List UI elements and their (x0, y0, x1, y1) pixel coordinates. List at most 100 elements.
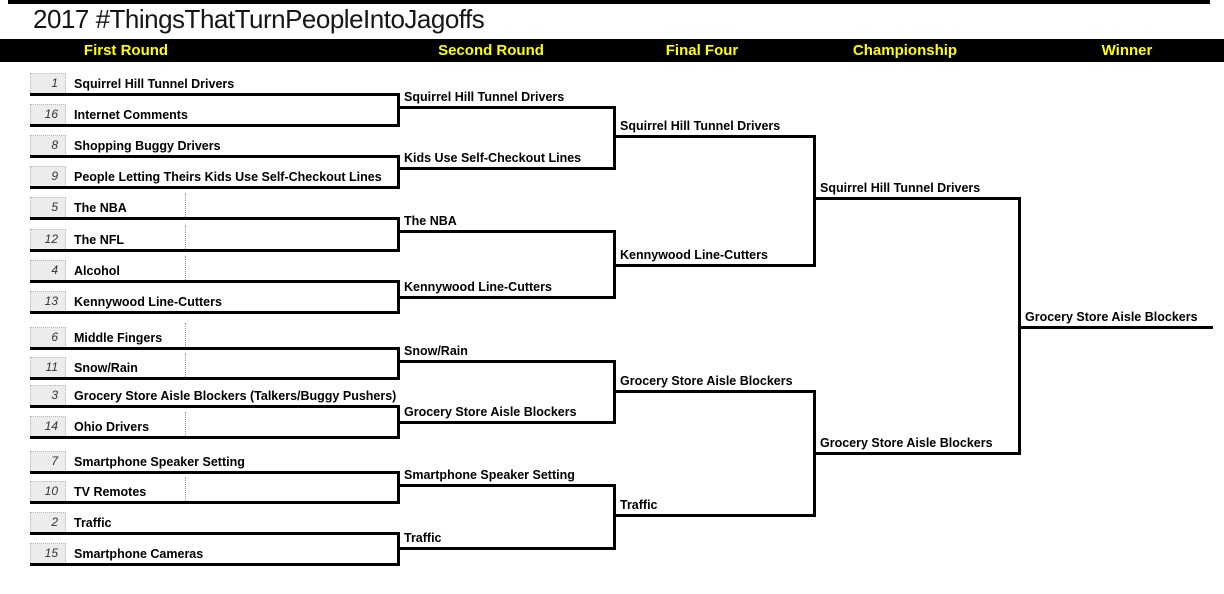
bracket-line-horizontal (30, 124, 400, 127)
final-four-entry: Grocery Store Aisle Blockers (620, 374, 793, 388)
seed-number: 7 (30, 451, 66, 471)
second-round-entry: Squirrel Hill Tunnel Drivers (404, 90, 565, 104)
bracket-line-horizontal (616, 264, 816, 267)
round-header-winner: Winner (1101, 42, 1153, 59)
first-round-entry: Smartphone Speaker Setting (74, 455, 245, 469)
bracket-line-horizontal (30, 280, 400, 283)
first-round-entry: The NFL (74, 233, 124, 247)
first-round-entry: Shopping Buggy Drivers (74, 139, 221, 153)
bracket-line-vertical (397, 155, 400, 189)
final-four-entry: Squirrel Hill Tunnel Drivers (620, 119, 781, 133)
bracket-line-horizontal (616, 390, 816, 393)
bracket-line-vertical (1018, 197, 1021, 455)
bracket-line-horizontal (30, 217, 400, 220)
bracket-line-vertical (397, 217, 400, 252)
grid-guide (185, 477, 186, 501)
bracket-line-horizontal (816, 197, 1021, 200)
grid-guide (185, 323, 186, 347)
bracket-line-horizontal (30, 405, 400, 408)
second-round-entry: Kennywood Line-Cutters (404, 280, 552, 294)
final-four-entry: Kennywood Line-Cutters (620, 248, 768, 262)
seed-number: 12 (30, 229, 66, 249)
bracket-line-vertical (613, 360, 616, 424)
winner-entry: Grocery Store Aisle Blockers (1025, 310, 1198, 324)
seed-number: 10 (30, 481, 66, 501)
bracket-line-vertical (397, 280, 400, 314)
first-round-entry: People Letting Theirs Kids Use Self-Chec… (74, 170, 382, 184)
championship-entry: Squirrel Hill Tunnel Drivers (820, 181, 981, 195)
bracket-line-horizontal (30, 532, 400, 535)
second-round-entry: Traffic (404, 531, 442, 545)
second-round-entry: The NBA (404, 214, 457, 228)
first-round-entry: Alcohol (74, 264, 120, 278)
top-border-line (8, 0, 1210, 4)
bracket-line-horizontal (816, 452, 1021, 455)
bracket-line-vertical (397, 347, 400, 380)
seed-number: 1 (30, 73, 66, 93)
bracket-line-horizontal (400, 421, 616, 424)
round-header-bar: First Round Second Round Final Four Cham… (0, 39, 1224, 62)
bracket-line-horizontal (30, 311, 400, 314)
bracket-line-horizontal (616, 135, 816, 138)
seed-number: 8 (30, 135, 66, 155)
seed-number: 5 (30, 197, 66, 217)
bracket-line-horizontal (400, 547, 616, 550)
second-round-entry: Smartphone Speaker Setting (404, 468, 575, 482)
bracket-line-vertical (613, 106, 616, 170)
grid-guide (185, 225, 186, 249)
bracket-line-vertical (397, 471, 400, 504)
bracket-line-horizontal (30, 501, 400, 504)
second-round-entry: Snow/Rain (404, 344, 468, 358)
round-header-final-four: Final Four (665, 42, 739, 59)
seed-number: 15 (30, 543, 66, 563)
round-header-first-round: First Round (83, 42, 169, 59)
first-round-entry: Squirrel Hill Tunnel Drivers (74, 77, 235, 91)
first-round-entry: Traffic (74, 516, 112, 530)
bracket-line-horizontal (30, 436, 400, 439)
bracket-line-horizontal (400, 296, 616, 299)
seed-number: 2 (30, 512, 66, 532)
first-round-entry: Grocery Store Aisle Blockers (Talkers/Bu… (74, 389, 397, 403)
seed-number: 11 (30, 357, 66, 377)
bracket-line-horizontal (30, 563, 400, 566)
seed-number: 9 (30, 166, 66, 186)
bracket-line-horizontal (400, 167, 616, 170)
bracket-line-horizontal (30, 249, 400, 252)
grid-guide (185, 353, 186, 377)
seed-number: 6 (30, 327, 66, 347)
second-round-entry: Grocery Store Aisle Blockers (404, 405, 577, 419)
bracket-line-horizontal (30, 471, 400, 474)
first-round-entry: Smartphone Cameras (74, 547, 204, 561)
second-round-entry: Kids Use Self-Checkout Lines (404, 151, 582, 165)
bracket-line-vertical (397, 532, 400, 566)
seed-number: 14 (30, 416, 66, 436)
grid-guide (185, 412, 186, 436)
bracket-line-vertical (397, 93, 400, 127)
first-round-entry: TV Remotes (74, 485, 147, 499)
bracket-line-horizontal (30, 347, 400, 350)
first-round-entry: Kennywood Line-Cutters (74, 295, 222, 309)
round-header-championship: Championship (852, 42, 958, 59)
seed-number: 4 (30, 260, 66, 280)
bracket-line-vertical (813, 390, 816, 517)
bracket-line-vertical (613, 484, 616, 550)
bracket-line-vertical (613, 230, 616, 299)
round-header-second-round: Second Round (438, 42, 544, 59)
first-round-entry: Middle Fingers (74, 331, 163, 345)
bracket-line-horizontal (30, 186, 400, 189)
seed-number: 16 (30, 104, 66, 124)
page-title: 2017 #ThingsThatTurnPeopleIntoJagoffs (33, 4, 485, 34)
bracket-line-vertical (813, 135, 816, 267)
first-round-entry: Internet Comments (74, 108, 188, 122)
bracket-line-horizontal (616, 514, 816, 517)
bracket-line-horizontal (30, 155, 400, 158)
bracket-line-horizontal (400, 360, 616, 363)
first-round-entry: Snow/Rain (74, 361, 138, 375)
final-four-entry: Traffic (620, 498, 658, 512)
championship-entry: Grocery Store Aisle Blockers (820, 436, 993, 450)
bracket-line-horizontal (400, 484, 616, 487)
bracket-line-horizontal (30, 377, 400, 380)
bracket-line-horizontal (30, 93, 400, 96)
grid-guide (185, 256, 186, 280)
